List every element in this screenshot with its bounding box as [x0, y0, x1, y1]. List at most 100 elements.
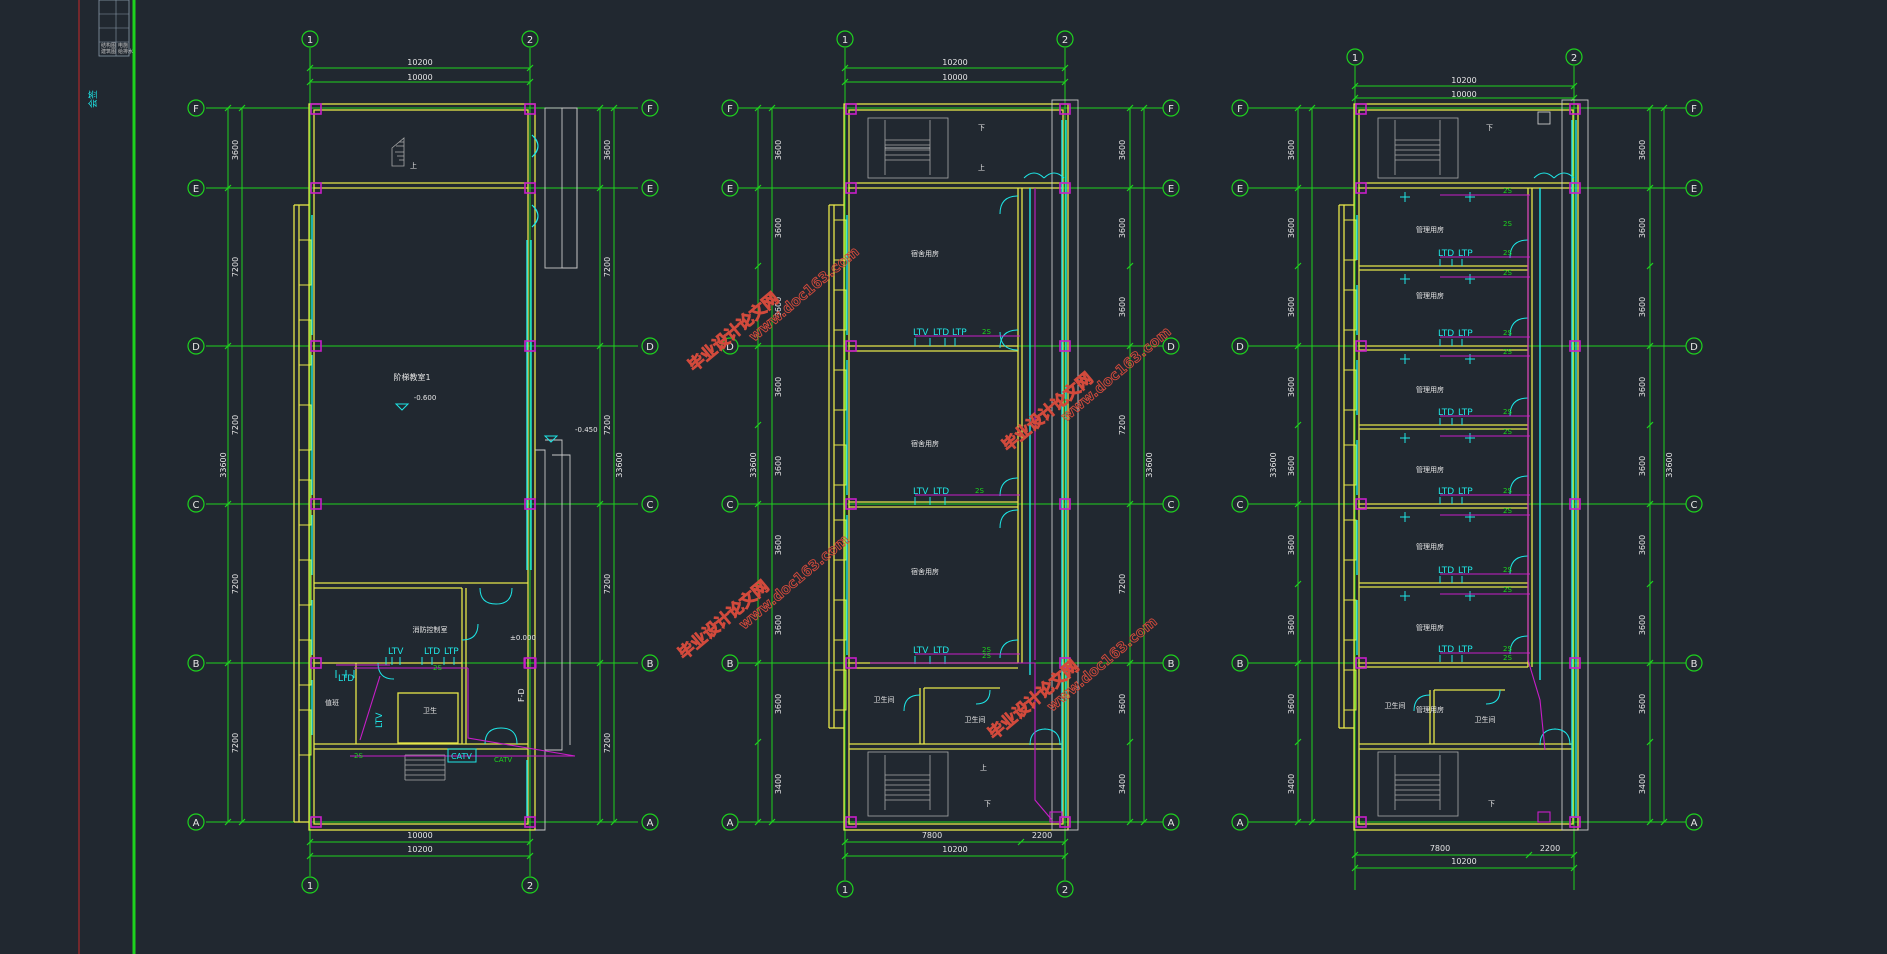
plan2-dim-top-inner: 10000	[942, 73, 967, 82]
plan2-windows	[846, 120, 1067, 818]
plan2-axis-bottom-2: 2	[1062, 885, 1068, 896]
plan3-doors	[1413, 172, 1575, 746]
plan2-axis-left-D: D	[726, 342, 734, 353]
plan3-dim-right-6: 3600	[1638, 535, 1647, 555]
plan2-axis-bubbles	[721, 30, 1180, 898]
plan2-axis-bottom-1: 1	[842, 885, 848, 896]
plan1-level-symbol	[394, 403, 410, 411]
plan1-dim-right-3: 7200	[603, 415, 612, 435]
plan2-room-2: 宿舍用房	[911, 439, 939, 448]
plan1-socket-ltd: LTD	[424, 647, 440, 657]
plan2-room-1: 宿舍用房	[911, 249, 939, 258]
plan1-axis-top-2: 2	[527, 35, 533, 46]
plan2-dim-right-6: 3600	[1118, 694, 1127, 714]
plan3-wire-label-8: 2S	[1503, 487, 1512, 495]
plan3-socket-4-ltp: LTP	[1458, 487, 1473, 497]
plan3-axis-right-A: A	[1691, 818, 1698, 829]
plan3-axis-left-F: F	[1237, 104, 1243, 115]
plan3-room-4: 管理用房	[1416, 465, 1444, 474]
plan1-axis-left-A: A	[193, 818, 200, 829]
plan3-room-7: 管理用房	[1416, 705, 1444, 714]
plan3-wire-label-3: 2S	[1503, 269, 1512, 277]
floor-plan-1[interactable]: 1 2 1 2 F E D C B A F E D C B A 10200 10…	[187, 30, 659, 894]
plan3-axis-left-A: A	[1237, 818, 1244, 829]
plan3-pilasters	[1343, 219, 1357, 711]
floor-plan-3[interactable]: 1 2 F E D C B A F E D C B A 10200 10000 …	[1231, 48, 1703, 890]
plan2-wiring	[870, 188, 1063, 823]
plan3-room-labels: 管理用房 管理用房 管理用房 管理用房 管理用房 管理用房 管理用房 卫生间 卫…	[1385, 225, 1496, 724]
plan1-axis-left-E: E	[193, 184, 199, 195]
plan1-stair-top	[391, 137, 405, 167]
plan1-dim-right-1: 3600	[603, 140, 612, 160]
plan1-axis-right-A: A	[647, 818, 654, 829]
plan3-stair-top	[1377, 117, 1459, 179]
plan1-dim-left-3: 7200	[231, 415, 240, 435]
plan1-room-wc: 卫生	[423, 706, 437, 715]
plan2-wire-label-1: 2S	[982, 328, 991, 336]
plan3-dim-left-7: 3600	[1287, 615, 1296, 635]
plan1-dim-bottom-outer: 10200	[407, 845, 432, 854]
plan3-wire-label-7: 2S	[1503, 428, 1512, 436]
plan1-dim-right-2: 7200	[603, 257, 612, 277]
plan2-doors	[903, 172, 1065, 746]
plan2-axis-right-B: B	[1168, 659, 1175, 670]
title-block: 建筑图 结构图 给排水 电施 会签	[87, 0, 133, 108]
plan1-windows	[311, 215, 532, 818]
plan3-socket-6-ltd: LTD	[1438, 645, 1454, 655]
plan1-wiring	[336, 657, 576, 757]
plan2-socket-b-ltv: LTV	[913, 646, 929, 656]
plan2-wire-labels: 2S 2S 2S 2S	[975, 328, 991, 660]
plan1-sockets: LTV LTD LTP LTD LTV	[338, 647, 459, 728]
plan2-axis-left-F: F	[727, 104, 733, 115]
plan3-outer-lines	[1537, 99, 1589, 831]
plan2-dim-right-5: 7200	[1118, 574, 1127, 594]
plan1-axis-right-C: C	[647, 500, 654, 511]
plan2-dim-top-outer: 10200	[942, 58, 967, 67]
plan3-windows	[1356, 120, 1577, 818]
plan1-dim-top-inner: 10000	[407, 73, 432, 82]
plan2-axis-left-E: E	[727, 184, 733, 195]
plan3-dim-right-8: 3600	[1638, 694, 1647, 714]
plan3-dim-left-8: 3600	[1287, 694, 1296, 714]
plan3-room-wc1: 卫生间	[1385, 701, 1406, 710]
plan2-dim-left-5: 3600	[774, 456, 783, 476]
plan1-level-main: -0.600	[414, 394, 437, 402]
plan3-axis-top-2: 2	[1571, 53, 1577, 64]
plan2-stair-bottom-down: 下	[984, 800, 991, 808]
plan2-socket-d-ltp: LTP	[952, 328, 967, 338]
plan1-socket-wc-ltv: LTV	[375, 712, 385, 728]
plan1-axis-bottom-1: 1	[307, 881, 313, 892]
plan2-axis-left-A: A	[727, 818, 734, 829]
plan1-axis-left-F: F	[193, 104, 199, 115]
plan2-wire-label-4: 2S	[982, 652, 991, 660]
plan2-stair-bottom-up: 上	[980, 763, 987, 772]
plan1-axis-left-B: B	[193, 659, 200, 670]
plan3-dim-bottom-outer: 10200	[1451, 857, 1476, 866]
plan1-catv-box-label: CATV	[451, 752, 472, 761]
plan3-axis-bubbles	[1231, 48, 1703, 831]
plan2-socket-d-ltv: LTV	[913, 328, 929, 338]
plan1-dim-ticks	[224, 64, 618, 860]
plan3-axis-right-E: E	[1691, 184, 1697, 195]
plan3-dim-right-9: 3400	[1638, 774, 1647, 794]
plan3-wiring	[1440, 194, 1551, 823]
title-block-row-2: 结构图	[101, 42, 116, 49]
plan2-axis-right-C: C	[1168, 500, 1175, 511]
plan2-dim-left-7: 3600	[774, 615, 783, 635]
plan3-dim-ticks	[1294, 82, 1668, 872]
title-block-row-3: 给排水	[118, 48, 133, 55]
plan2-dim-bottom-a: 7800	[922, 831, 942, 840]
plan2-outer-lines	[1051, 99, 1079, 831]
plan2-dim-left-1: 3600	[774, 140, 783, 160]
plan1-dim-left-5: 7200	[231, 733, 240, 753]
plan2-wire-label-3: 2S	[982, 646, 991, 654]
plan1-dim-left-4: 7200	[231, 574, 240, 594]
floor-plan-2[interactable]: 1 2 1 2 F E D C B A F E D C B A 10200 10…	[721, 30, 1180, 898]
plan3-wire-label-2: 2S	[1503, 249, 1512, 257]
plan2-dim-left-total: 33600	[749, 452, 758, 477]
plan1-dim-left-2: 7200	[231, 257, 240, 277]
plan2-dim-right-total: 33600	[1145, 452, 1154, 477]
plan2-axis-left-B: B	[727, 659, 734, 670]
plan2-socket-d-ltd: LTD	[933, 328, 949, 338]
